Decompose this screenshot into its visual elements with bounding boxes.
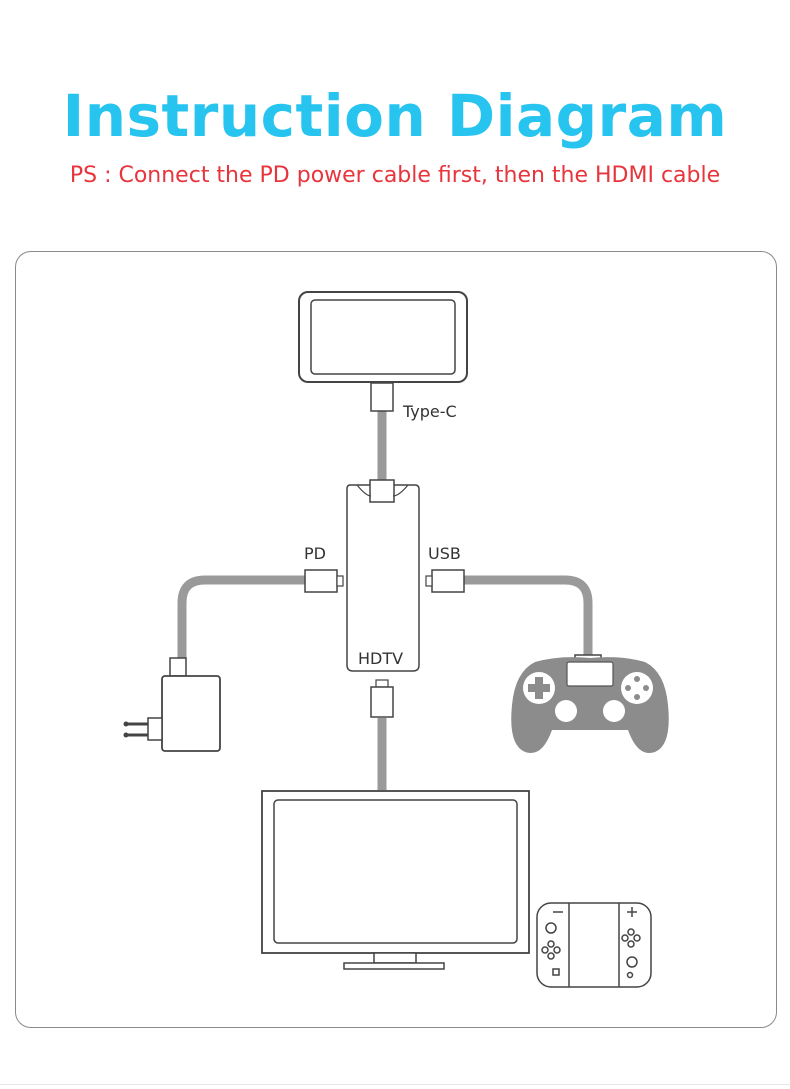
- hdtv-label: HDTV: [358, 649, 403, 668]
- usb-label: USB: [428, 544, 461, 563]
- pd-label: PD: [304, 544, 326, 563]
- usb-connector: [425, 569, 465, 593]
- hdmi-connector: [370, 679, 394, 718]
- phone-icon: [298, 291, 468, 412]
- game-controller-icon: [511, 654, 669, 754]
- tv-monitor-icon: [261, 790, 530, 970]
- usb-c-hub-icon: [346, 479, 420, 672]
- page-divider: [0, 1084, 790, 1085]
- diagram-panel: [15, 251, 777, 1028]
- type-c-label: Type-C: [402, 402, 457, 421]
- pd-cable: [177, 575, 305, 658]
- usb-cable: [463, 575, 593, 658]
- connection-note: PS : Connect the PD power cable first, t…: [69, 163, 721, 188]
- diagram-title: Instruction Diagram: [62, 82, 728, 150]
- nintendo-switch-icon: [536, 902, 652, 988]
- pd-connector: [304, 569, 344, 593]
- power-adapter-icon: [123, 657, 221, 752]
- cables: [177, 410, 593, 790]
